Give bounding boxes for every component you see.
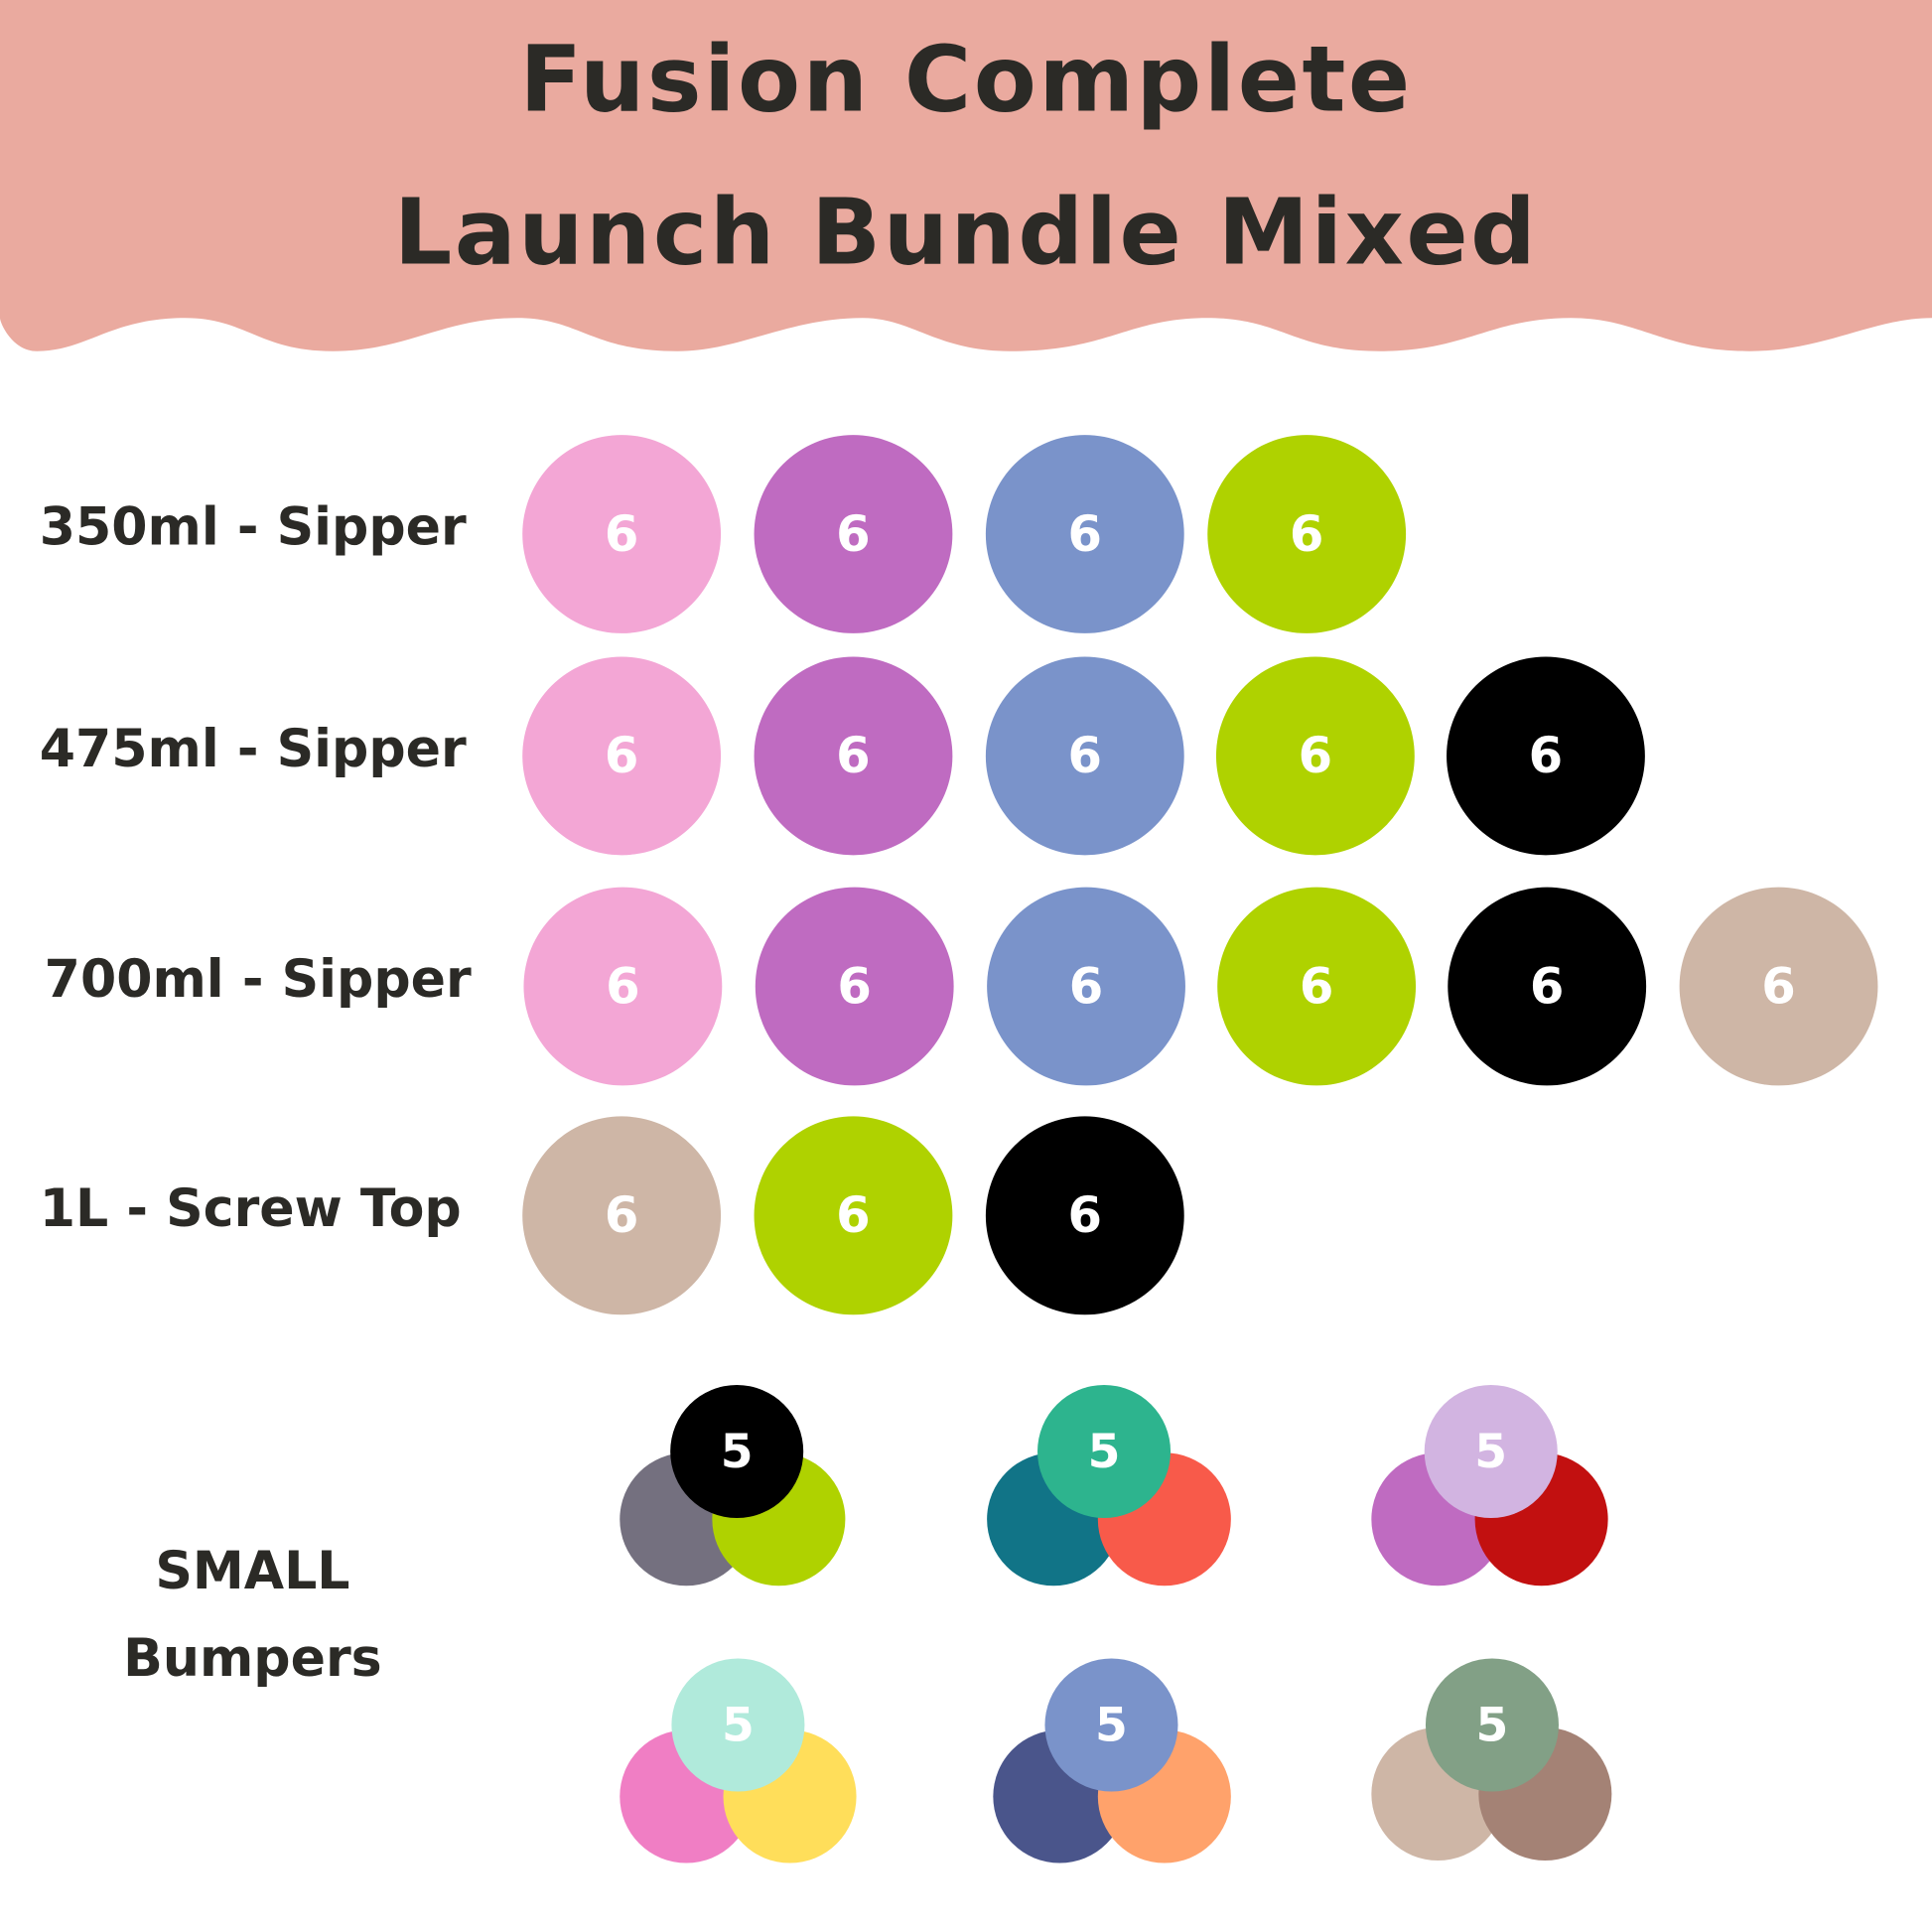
color-swatch: 6 [522,656,722,856]
bumpers-label-line-1: SMALL [155,1540,350,1601]
color-swatch: 6 [1215,656,1415,856]
color-swatch: 6 [985,435,1184,633]
bumper-count-swatch: 5 [1424,1384,1558,1519]
color-swatch: 6 [1447,656,1645,856]
bumper-count-swatch: 5 [1044,1658,1178,1792]
color-swatch: 6 [754,656,953,856]
color-swatch: 6 [523,887,723,1086]
bumper-count-swatch: 5 [670,1384,804,1519]
color-swatch: 6 [754,1116,953,1315]
color-swatch: 6 [754,435,953,633]
bumpers-label-line-2: Bumpers [123,1627,382,1689]
color-swatch: 6 [1217,887,1417,1086]
color-swatch: 6 [985,1116,1184,1315]
bumper-count-swatch: 5 [1425,1658,1559,1792]
title-line-1: Fusion Complete [519,27,1413,134]
color-swatch: 6 [522,1116,722,1315]
color-swatch: 6 [755,887,954,1086]
row-label: 700ml - Sipper [44,948,472,1010]
color-swatch: 6 [1448,887,1647,1086]
color-swatch: 6 [522,435,722,633]
color-swatch: 6 [1679,887,1878,1086]
color-swatch: 6 [987,887,1185,1086]
title-line-2: Launch Bundle Mixed [393,180,1539,286]
row-label: 350ml - Sipper [39,496,467,557]
bumper-count-swatch: 5 [671,1658,805,1792]
row-label: 1L - Screw Top [39,1177,462,1239]
header-banner [0,0,1932,351]
row-label: 475ml - Sipper [39,718,467,779]
bumper-count-swatch: 5 [1037,1384,1172,1519]
color-swatch: 6 [985,656,1184,856]
color-swatch: 6 [1207,435,1407,633]
